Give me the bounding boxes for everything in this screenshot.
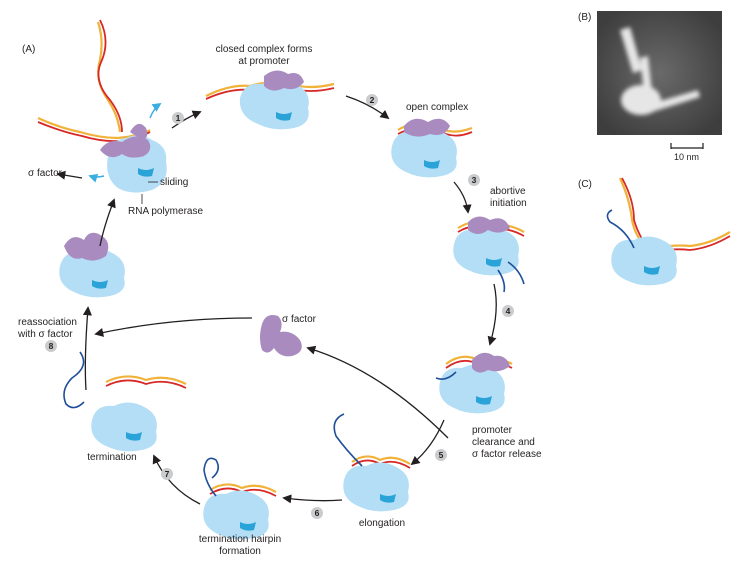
arrow-sigma-release (306, 345, 449, 439)
arrow-step-8 (82, 306, 92, 391)
step-badge-4: 4 (502, 305, 514, 317)
stage-open-complex (391, 118, 473, 178)
sigma-factor-shape (100, 136, 151, 158)
panel-c-structure (606, 177, 731, 286)
label-termination: termination (87, 452, 136, 463)
label-reassoc-line1: reassociation (18, 317, 77, 328)
label-closed-complex-line2: at promoter (238, 56, 290, 67)
stage-promoter-clearance (435, 352, 513, 414)
panel-label-b: (B) (578, 12, 591, 23)
svg-text:4: 4 (506, 306, 511, 316)
label-reassoc-line2: with σ factor (17, 329, 73, 340)
arrow-step-1 (171, 110, 202, 129)
step-badge-1: 1 (172, 112, 184, 124)
scale-bar-label: 10 nm (674, 152, 699, 162)
micrograph-panel: 10 nm (597, 11, 722, 162)
label-rna-polymerase: RNA polymerase (128, 206, 203, 217)
label-hairpin-line2: formation (219, 546, 261, 557)
panel-label-a: (A) (22, 44, 35, 55)
label-abortive-line1: abortive (490, 186, 526, 197)
label-closed-complex-line1: closed complex forms (216, 44, 313, 55)
label-promoter-line3: σ factor release (472, 449, 542, 460)
label-elongation: elongation (359, 518, 405, 529)
svg-text:8: 8 (49, 341, 54, 351)
label-open-complex: open complex (406, 102, 468, 113)
stage-holoenzyme-sliding (37, 19, 167, 193)
arrow-step-7 (152, 454, 201, 505)
arrow-step-6 (282, 494, 343, 504)
stage-termination (63, 351, 187, 452)
stage-abortive-initiation (453, 216, 525, 293)
arrow-step-4 (487, 283, 497, 346)
label-promoter-line2: clearance and (472, 437, 535, 448)
stage-elongation (333, 413, 411, 512)
stage-labels: closed complex forms at promoter open co… (17, 44, 542, 557)
label-sliding: sliding (160, 177, 188, 188)
panel-label-c: (C) (578, 179, 592, 190)
arrow-step-5 (410, 419, 445, 466)
scale-bar: 10 nm (670, 143, 704, 162)
label-sigma-factor-free: σ factor (282, 314, 317, 325)
step-badge-8: 8 (45, 340, 57, 352)
label-promoter-line1: promoter (472, 425, 513, 436)
svg-text:2: 2 (370, 95, 375, 105)
step-badge-6: 6 (311, 507, 323, 519)
svg-text:5: 5 (439, 450, 444, 460)
svg-text:6: 6 (315, 508, 320, 518)
step-badge-2: 2 (366, 94, 378, 106)
arrow-sigma-label (56, 170, 83, 180)
free-sigma-factor (260, 315, 302, 357)
step-badge-3: 3 (468, 174, 480, 186)
arrow-reassoc-to-holoenzyme (99, 198, 116, 247)
step-badge-7: 7 (161, 468, 173, 480)
label-abortive-line2: initiation (490, 198, 527, 209)
cycle-arrows (56, 95, 497, 505)
arrow-sigma-return (94, 317, 253, 337)
label-sigma-factor-left: σ factor (28, 168, 63, 179)
stage-termination-hairpin (203, 457, 277, 540)
svg-text:3: 3 (472, 175, 477, 185)
stage-closed-complex (205, 70, 335, 130)
step-badge-5: 5 (435, 449, 447, 461)
arrow-step-2 (345, 95, 390, 120)
svg-text:7: 7 (165, 469, 170, 479)
arrow-step-3 (453, 181, 472, 214)
svg-text:1: 1 (176, 113, 181, 123)
stage-reassociation (59, 232, 125, 298)
label-hairpin-line1: termination hairpin (199, 534, 281, 545)
step-badges: 1 2 3 4 5 6 7 8 (45, 94, 514, 519)
